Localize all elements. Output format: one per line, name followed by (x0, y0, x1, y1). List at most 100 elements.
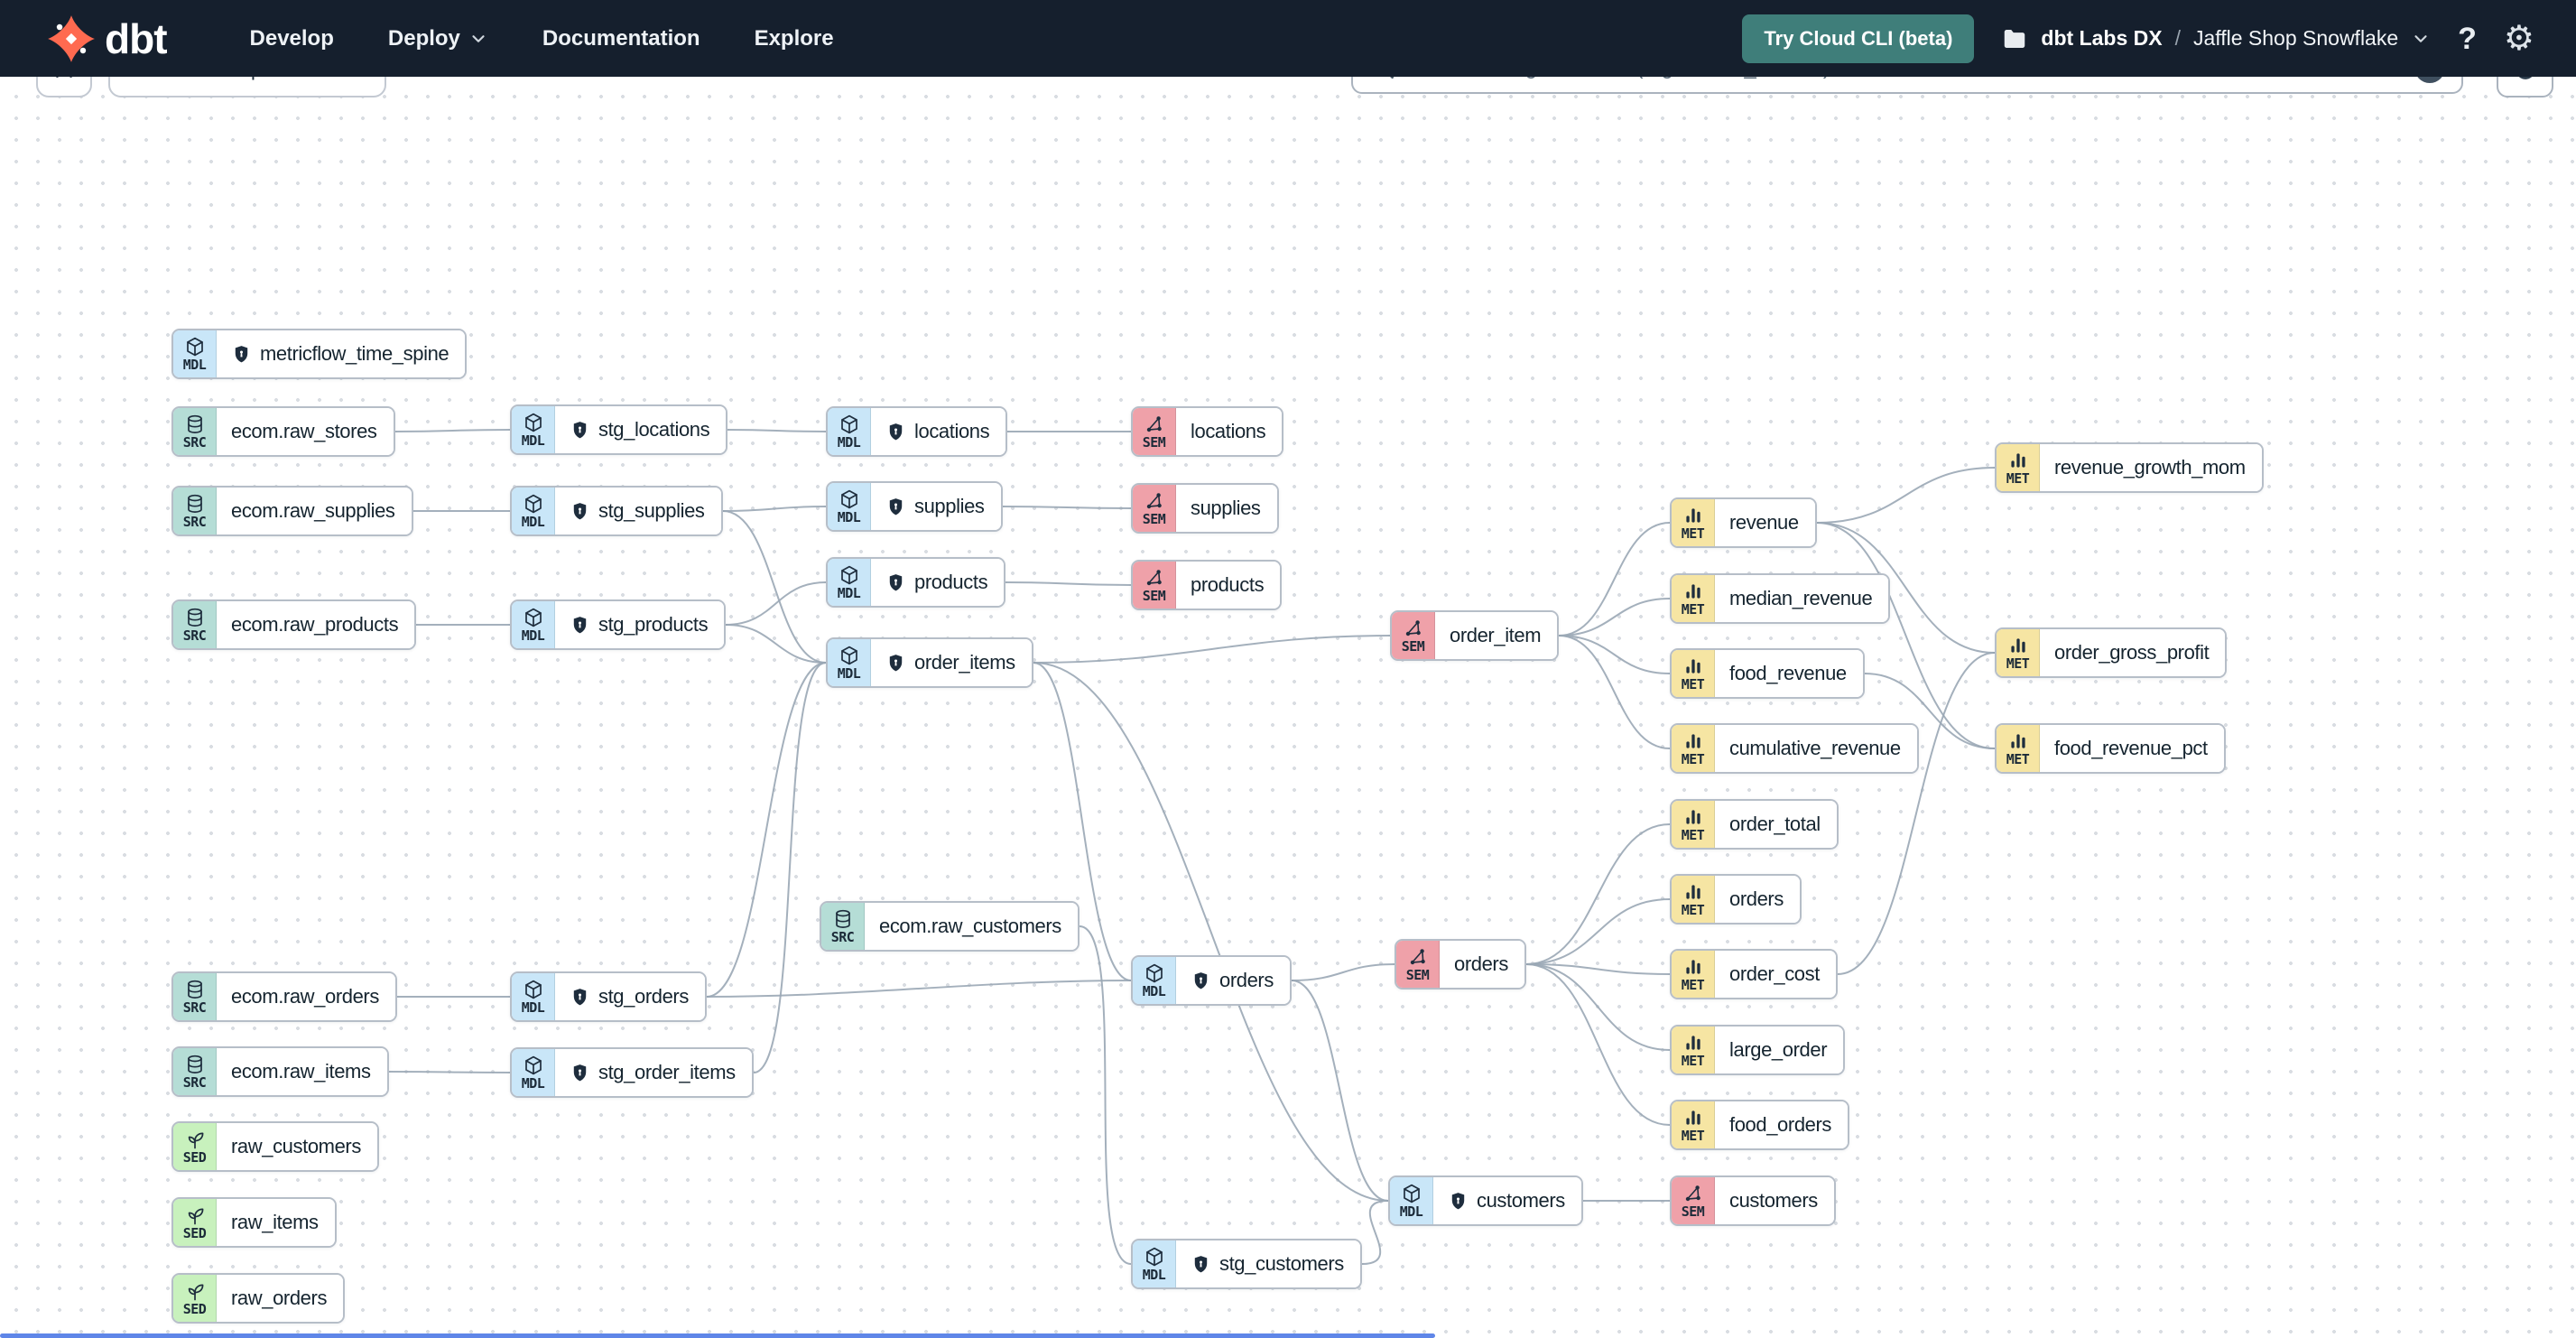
node-body: raw_customers (217, 1123, 377, 1170)
node-label: raw_customers (231, 1135, 361, 1157)
node-body: stg_order_items (555, 1049, 752, 1096)
nav-item-deploy[interactable]: Deploy (388, 26, 488, 51)
node-type-badge-met: MET (1672, 725, 1715, 772)
settings-gear-icon[interactable]: ⚙ (2503, 19, 2534, 58)
shield-icon (1451, 1192, 1465, 1209)
node-label: orders (1454, 952, 1508, 975)
lineage-edge (1558, 635, 1671, 749)
node-body: metricflow_time_spine (217, 330, 466, 377)
database-icon (187, 414, 202, 433)
node-type-badge-met: MET (1672, 499, 1715, 546)
try-cloud-cli-button[interactable]: Try Cloud CLI (beta) (1742, 14, 1975, 63)
node-body: orders (1715, 876, 1800, 923)
node-label: revenue_growth_mom (2054, 456, 2246, 479)
graph-node-sed_raw_customers[interactable]: SED raw_customers (171, 1121, 379, 1172)
lineage-edge (1033, 635, 1391, 664)
nav-item-documentation[interactable]: Documentation (542, 25, 700, 51)
help-icon[interactable]: ? (2458, 21, 2477, 56)
shield-icon (573, 616, 587, 633)
node-label: stg_locations (598, 418, 710, 441)
node-body: order_cost (1715, 951, 1836, 998)
shield-icon (573, 421, 587, 438)
lineage-edge (1361, 1200, 1389, 1265)
node-type-badge-met: MET (1672, 1101, 1715, 1148)
bars-icon (2010, 734, 2025, 748)
node-label: orders (1219, 969, 1274, 991)
node-body: customers (1433, 1177, 1581, 1224)
node-label: ecom.raw_supplies (231, 499, 395, 522)
node-body: supplies (871, 483, 1001, 530)
nav-item-explore[interactable]: Explore (754, 25, 834, 51)
node-body: revenue (1715, 499, 1815, 546)
cube-icon (840, 646, 857, 664)
node-type-badge-sed: SED (173, 1123, 217, 1170)
node-body: ecom.raw_supplies (217, 488, 412, 534)
node-label: ecom.raw_items (231, 1060, 371, 1082)
lineage-edge (1525, 963, 1671, 1051)
bars-icon (1685, 1110, 1700, 1125)
nav-item-develop[interactable]: Develop (249, 25, 334, 51)
node-label: customers (1729, 1189, 1818, 1212)
bars-icon (2010, 638, 2025, 653)
bars-icon (1685, 960, 1700, 974)
dbt-logo[interactable]: dbt (47, 14, 168, 63)
node-type-badge-mdl: MDL (828, 559, 871, 606)
cube-icon (1403, 1184, 1420, 1203)
lineage-edge (722, 506, 827, 512)
node-label: order_gross_profit (2054, 641, 2210, 664)
cube-icon (840, 489, 857, 508)
cube-icon (524, 608, 542, 627)
lineage-edge (1005, 581, 1132, 586)
shield-icon (1194, 971, 1208, 989)
node-label: supplies (914, 495, 985, 517)
shield-icon (889, 654, 903, 671)
node-label: stg_customers (1219, 1252, 1344, 1275)
node-label: stg_order_items (598, 1061, 736, 1083)
scrollbar-horizontal[interactable] (0, 1333, 1435, 1338)
project-switcher[interactable]: dbt Labs DX / Jaffle Shop Snowflake (2001, 25, 2431, 52)
bars-icon (1685, 584, 1700, 599)
lineage-edge (725, 581, 827, 626)
